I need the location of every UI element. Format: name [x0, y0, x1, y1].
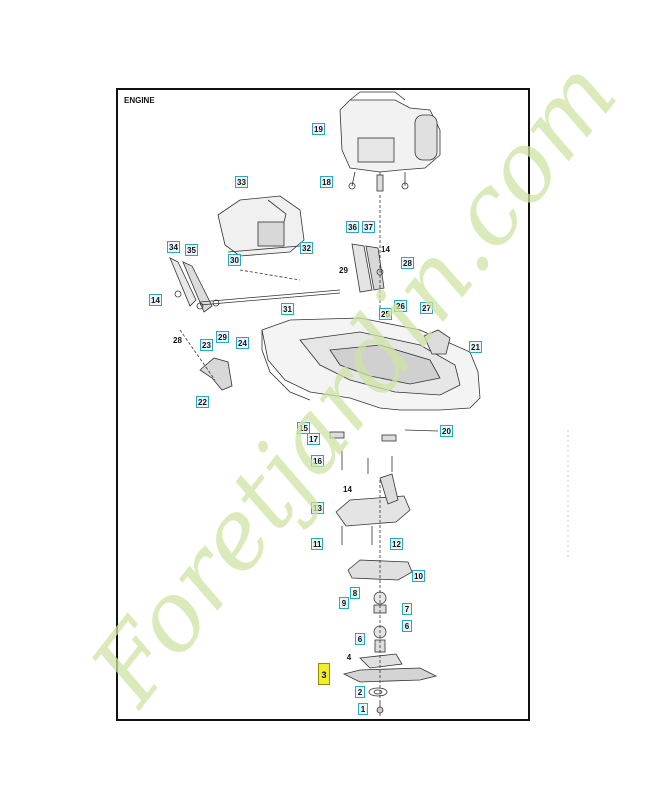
callout-18: 18 — [320, 176, 333, 188]
callout-14-top: 14 — [381, 245, 390, 254]
callout-3-highlighted: 3 — [318, 663, 330, 685]
callout-33: 33 — [235, 176, 248, 188]
mower-deck-part — [261, 317, 481, 411]
callout-4: 4 — [346, 653, 352, 662]
callout-29-upper: 29 — [339, 266, 348, 275]
callout-7: 7 — [402, 603, 412, 615]
callout-9: 9 — [339, 597, 349, 609]
callout-27: 27 — [420, 302, 433, 314]
callout-22: 22 — [196, 396, 209, 408]
diagram-frame — [116, 88, 530, 721]
callout-21: 21 — [469, 341, 482, 353]
callout-36: 36 — [346, 221, 359, 233]
handle-bracket-right-part — [351, 243, 385, 293]
callout-12: 12 — [390, 538, 403, 550]
callout-23: 23 — [200, 339, 213, 351]
callout-25: 25 — [379, 308, 392, 320]
callout-19: 19 — [312, 123, 325, 135]
engine-cover-part — [217, 195, 305, 257]
callout-17: 17 — [307, 433, 320, 445]
callout-24: 24 — [236, 337, 249, 349]
callout-6-left: 6 — [355, 633, 365, 645]
callout-1: 1 — [358, 703, 368, 715]
callout-16: 16 — [311, 455, 324, 467]
callout-10: 10 — [412, 570, 425, 582]
handle-bracket-left-part — [169, 257, 213, 313]
callout-31: 31 — [281, 303, 294, 315]
scan-mark — [567, 430, 569, 560]
callout-13: 13 — [311, 502, 324, 514]
callout-14-middle: 14 — [343, 485, 352, 494]
callout-32: 32 — [300, 242, 313, 254]
callout-28-right: 28 — [401, 257, 414, 269]
callout-20: 20 — [440, 425, 453, 437]
callout-35: 35 — [185, 244, 198, 256]
callout-34: 34 — [167, 241, 180, 253]
callout-37: 37 — [362, 221, 375, 233]
callout-28-left: 28 — [173, 336, 182, 345]
callout-29-lower: 29 — [216, 331, 229, 343]
callout-11: 11 — [311, 538, 324, 550]
callout-14-left: 14 — [149, 294, 162, 306]
callout-8: 8 — [350, 587, 360, 599]
callout-15: 15 — [297, 422, 310, 434]
callout-6-right: 6 — [402, 620, 412, 632]
callout-26: 26 — [394, 300, 407, 312]
callout-2: 2 — [355, 686, 365, 698]
diagram-title: ENGINE — [124, 96, 155, 105]
callout-30: 30 — [228, 254, 241, 266]
engine-part — [339, 91, 441, 192]
